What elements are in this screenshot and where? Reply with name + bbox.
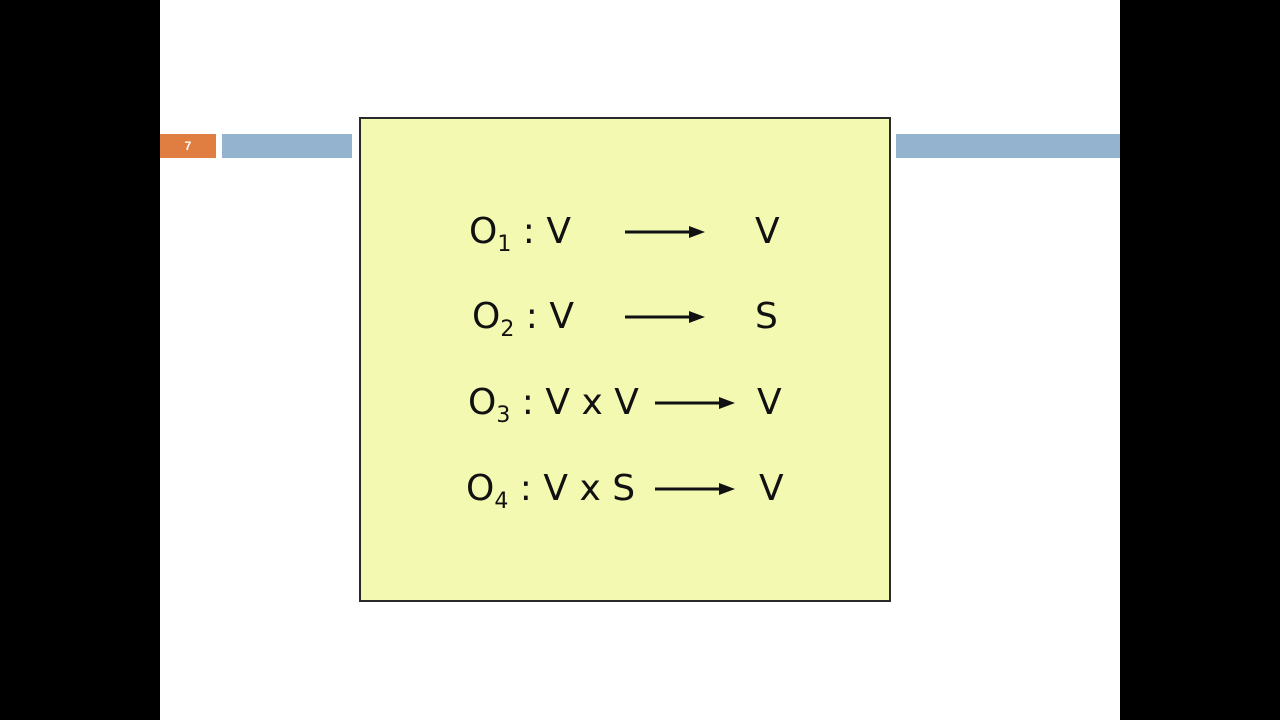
operation-row: O2 : V S xyxy=(361,292,889,342)
right-arrow-icon xyxy=(655,479,735,499)
header-bar-right xyxy=(896,134,1120,158)
operation-index: 3 xyxy=(496,403,511,428)
operation-signature: O4 : V x S xyxy=(466,464,635,527)
operation-codomain: V xyxy=(759,468,784,509)
operation-codomain: S xyxy=(755,296,778,337)
operation-row: O3 : V x V V xyxy=(361,378,889,428)
operation-codomain: V xyxy=(755,211,780,252)
operation-index: 1 xyxy=(497,232,512,257)
operation-domain: : V x S xyxy=(519,468,636,509)
slide-number-badge: 7 xyxy=(160,134,216,158)
operation-row: O1 : V V xyxy=(361,207,889,257)
operations-box: O1 : V V O2 : V S O3 : V x V V O4 : V x … xyxy=(359,117,891,602)
header-bar-left xyxy=(222,134,352,158)
operation-signature: O2 : V xyxy=(472,292,574,355)
operation-row: O4 : V x S V xyxy=(361,464,889,514)
right-arrow-icon xyxy=(625,222,705,242)
operation-name: O xyxy=(469,211,498,252)
operation-domain: : V xyxy=(522,211,571,252)
operation-domain: : V xyxy=(525,296,574,337)
operation-domain: : V x V xyxy=(521,382,639,423)
operation-index: 4 xyxy=(494,489,509,514)
right-arrow-icon xyxy=(655,393,735,413)
operation-index: 2 xyxy=(500,317,515,342)
operation-codomain: V xyxy=(757,382,782,423)
operation-name: O xyxy=(468,382,497,423)
slide: 7 O1 : V V O2 : V S O3 : V x V V xyxy=(160,0,1120,720)
operation-signature: O1 : V xyxy=(469,207,571,270)
right-arrow-icon xyxy=(625,307,705,327)
operation-name: O xyxy=(466,468,495,509)
operation-signature: O3 : V x V xyxy=(468,378,639,441)
operation-name: O xyxy=(472,296,501,337)
